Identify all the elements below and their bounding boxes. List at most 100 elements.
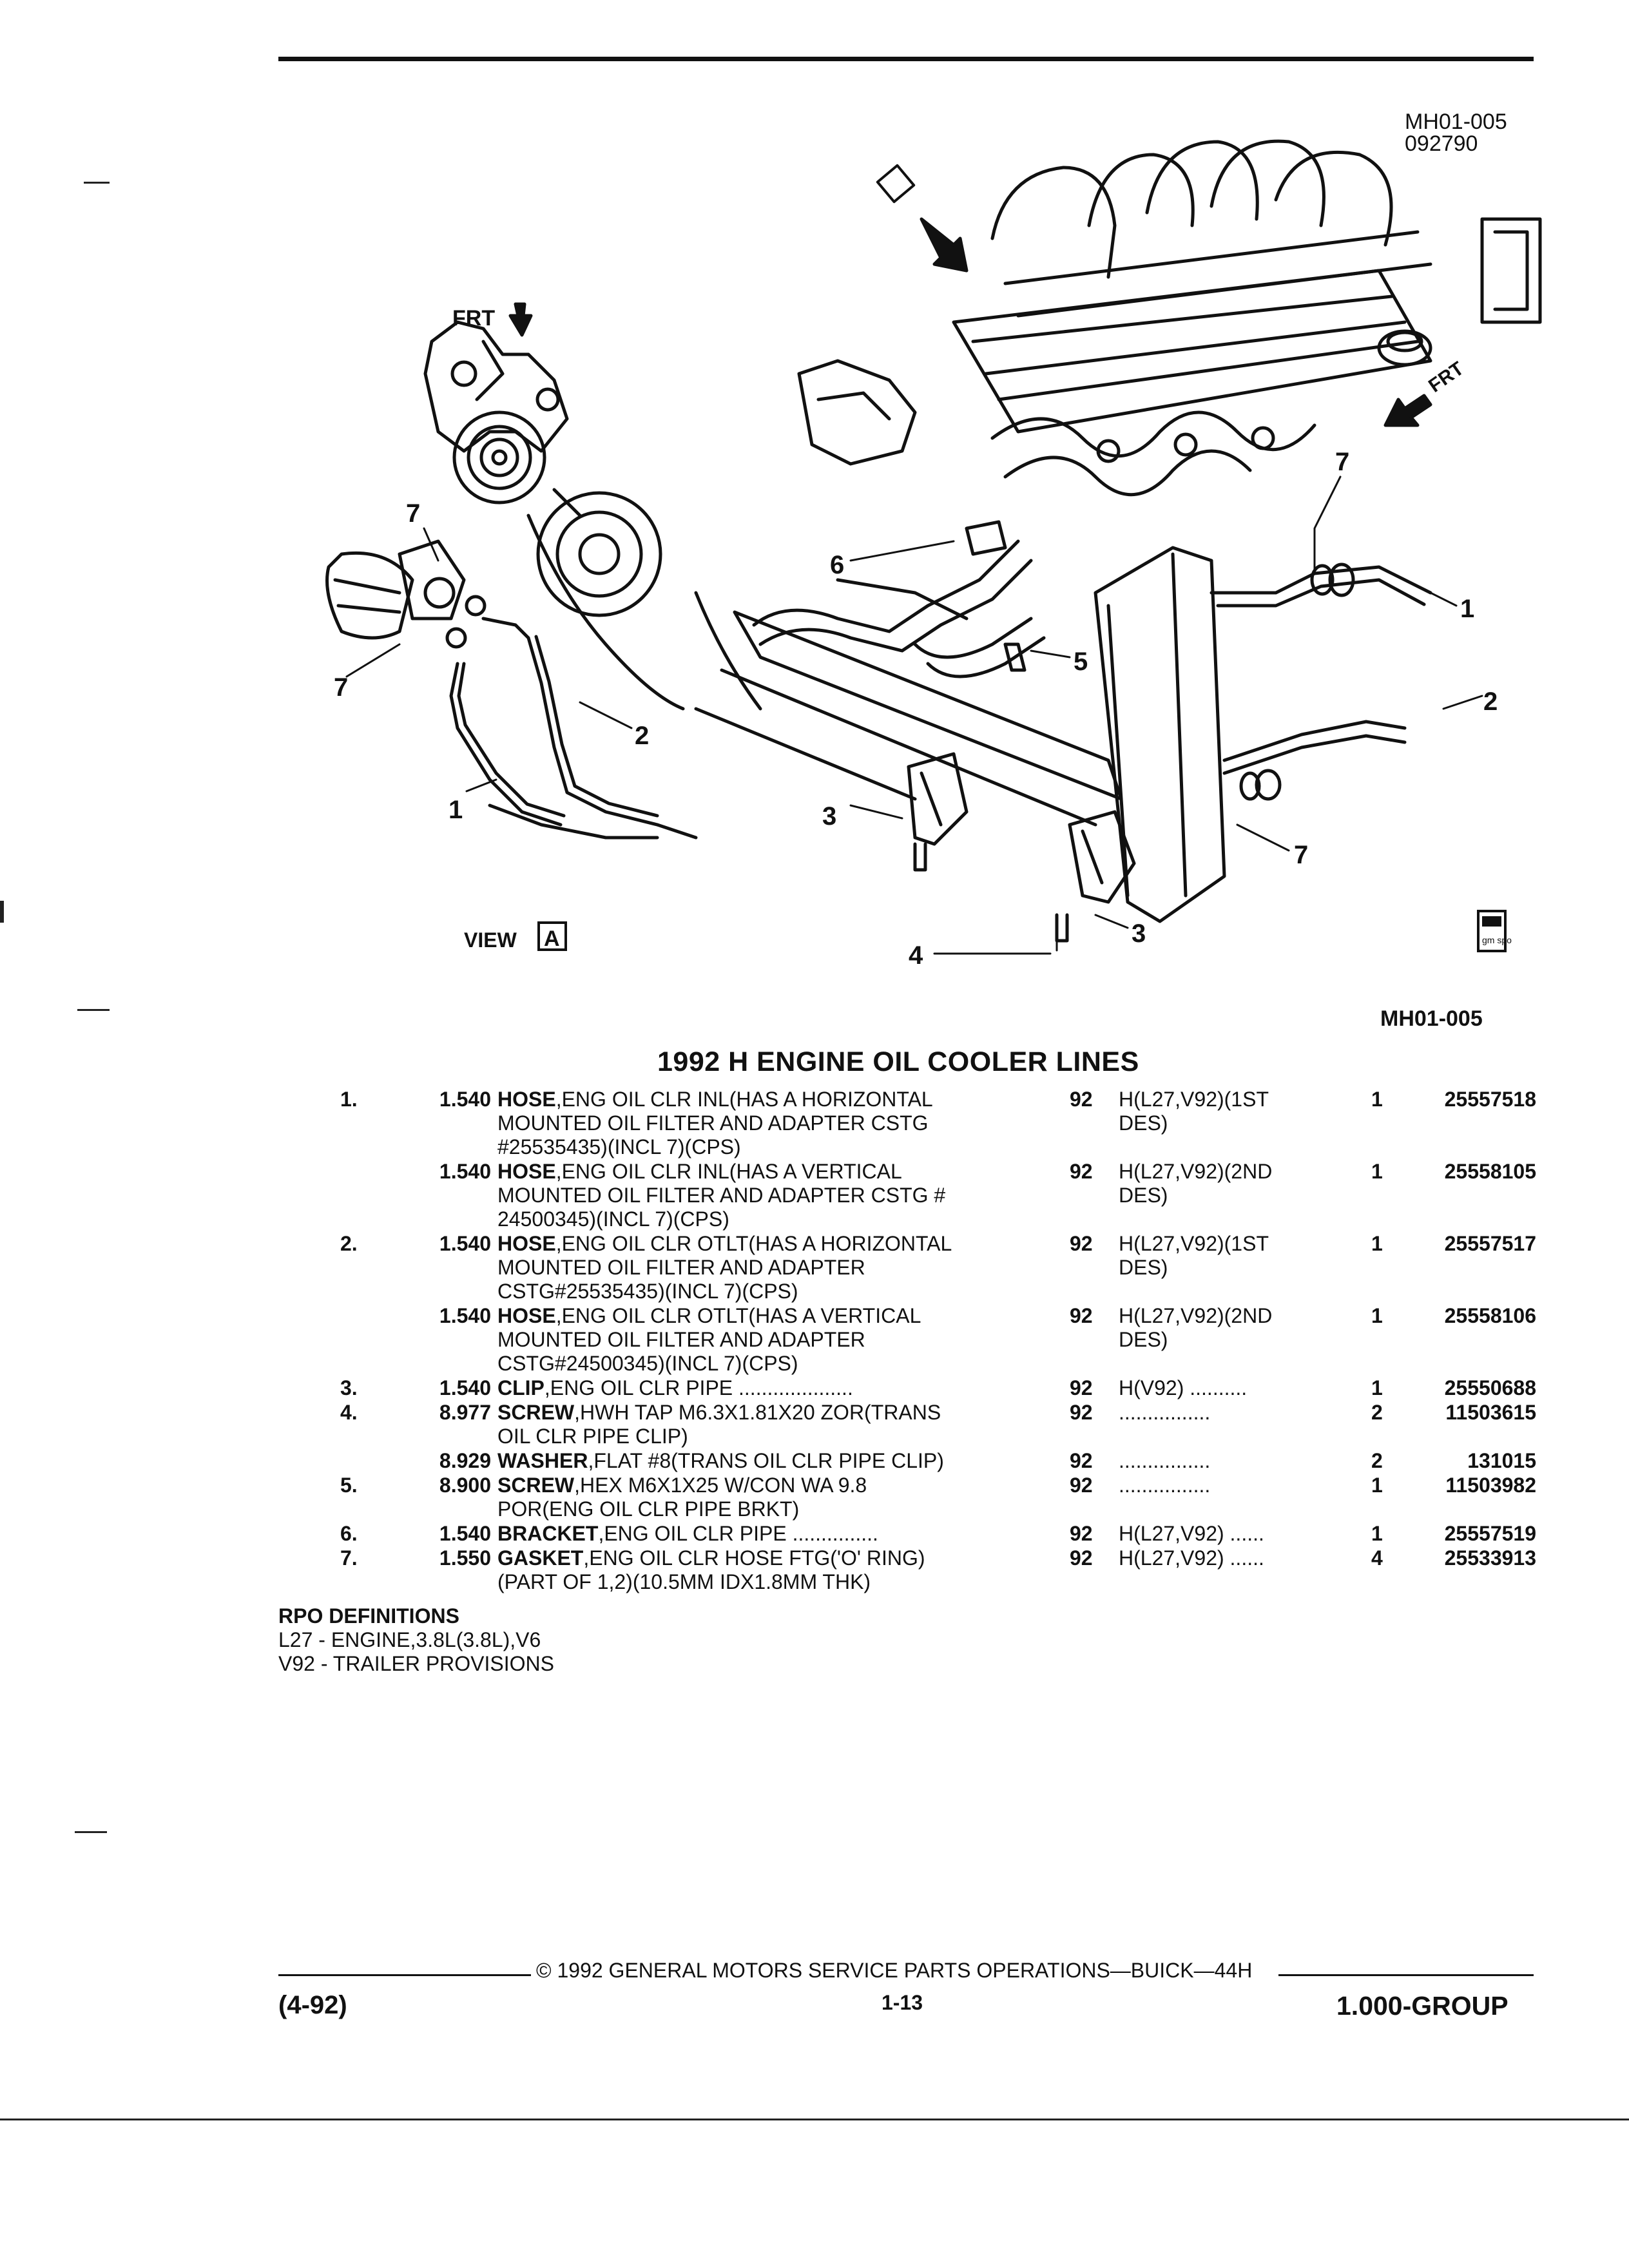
figure-id: MH01-005 (1380, 1006, 1483, 1031)
model-year: 92 (1070, 1449, 1093, 1472)
group-number: 1.540 (439, 1304, 491, 1327)
callout-2: 2 (1483, 687, 1498, 716)
part-detail: ,FLAT #8(TRANS OIL CLR PIPE CLIP) (588, 1449, 944, 1472)
part-description: HOSE,ENG OIL CLR INL(HAS A HORIZONTAL MO… (497, 1088, 1039, 1159)
group-number: 1.000-GROUP (1336, 1991, 1509, 2021)
illustration-id: MH01-005 (1405, 110, 1507, 134)
usage-code: ................ (1119, 1474, 1211, 1497)
group-number: 1.540 (439, 1376, 491, 1399)
quantity: 1 (1371, 1522, 1383, 1545)
illustration-date: 092790 (1405, 131, 1478, 156)
part-name: BRACKET (497, 1522, 599, 1545)
callout-7: 7 (406, 499, 420, 528)
callout-7: 7 (334, 673, 348, 702)
group-number: 8.977 (439, 1401, 491, 1424)
page-number: 1-13 (882, 1991, 923, 2014)
rpo-line: L27 - ENGINE,3.8L(3.8L),V6 (278, 1628, 541, 1651)
margin-mark (77, 1009, 110, 1011)
part-name: SCREW (497, 1401, 575, 1424)
usage-code: ................ (1119, 1401, 1211, 1424)
part-number: 25533913 (1444, 1546, 1536, 1570)
part-detail: ,ENG OIL CLR OTLT(HAS A HORIZONTAL MOUNT… (497, 1232, 952, 1303)
model-year: 92 (1070, 1474, 1093, 1497)
usage-code: H(L27,V92) ...... (1119, 1546, 1264, 1570)
callout-7: 7 (1294, 841, 1308, 869)
part-detail: ,HEX M6X1X25 W/CON WA 9.8 POR(ENG OIL CL… (497, 1474, 867, 1521)
gm-spo-logo: gm spo (1477, 910, 1512, 952)
part-detail: ,ENG OIL CLR INL(HAS A VERTICAL MOUNTED … (497, 1160, 946, 1231)
group-number: 8.929 (439, 1449, 491, 1472)
bottom-rule (0, 2119, 1629, 2120)
part-number: 11503982 (1445, 1474, 1536, 1497)
oil-cooler-lines-diagram: FRT 7 7 2 1 VIEW A 6 5 7 1 2 7 3 3 4 FRT… (325, 139, 1542, 970)
part-detail: ,ENG OIL CLR PIPE .................... (544, 1376, 853, 1399)
part-description: HOSE,ENG OIL CLR OTLT(HAS A HORIZONTAL M… (497, 1232, 1039, 1303)
quantity: 1 (1371, 1160, 1383, 1183)
group-number: 1.540 (439, 1522, 491, 1545)
part-number: 25557517 (1444, 1232, 1536, 1255)
part-detail: ,ENG OIL CLR INL(HAS A HORIZONTAL MOUNTE… (497, 1088, 933, 1158)
usage-code: ................ (1119, 1449, 1211, 1472)
revision-date: (4-92) (278, 1991, 347, 2019)
footer-rule-right (1278, 1974, 1534, 1976)
callout-2: 2 (635, 722, 649, 750)
group-number: 8.900 (439, 1474, 491, 1497)
quantity: 1 (1371, 1474, 1383, 1497)
part-name: GASKET (497, 1546, 584, 1570)
model-year: 92 (1070, 1546, 1093, 1570)
part-description: GASKET,ENG OIL CLR HOSE FTG('O' RING) (P… (497, 1546, 1039, 1594)
model-year: 92 (1070, 1304, 1093, 1327)
callout-3: 3 (1132, 919, 1146, 948)
svg-text:gm spo: gm spo (1482, 935, 1512, 945)
margin-mark (0, 901, 4, 923)
callout-7: 7 (1335, 448, 1349, 476)
part-name: SCREW (497, 1474, 575, 1497)
quantity: 1 (1371, 1376, 1383, 1399)
rpo-line: V92 - TRAILER PROVISIONS (278, 1652, 554, 1675)
callout-6: 6 (830, 551, 844, 579)
parts-row: 6. 1.540 BRACKET,ENG OIL CLR PIPE ......… (335, 1522, 1540, 1546)
footer-rule-left (278, 1974, 531, 1976)
quantity: 4 (1371, 1546, 1383, 1570)
top-rule (278, 57, 1534, 61)
item-number: 6. (340, 1522, 358, 1545)
parts-row: 3. 1.540 CLIP,ENG OIL CLR PIPE .........… (335, 1376, 1540, 1400)
view-a-illustration (325, 320, 762, 840)
view-letter: A (544, 927, 560, 951)
illustration-id-block: MH01-005 092790 (1405, 111, 1507, 155)
parts-row: 1.540 HOSE,ENG OIL CLR INL(HAS A VERTICA… (335, 1160, 1540, 1231)
usage-code: H(V92) .......... (1119, 1376, 1248, 1399)
part-description: SCREW,HEX M6X1X25 W/CON WA 9.8 POR(ENG O… (497, 1474, 1039, 1521)
copyright-notice: © 1992 GENERAL MOTORS SERVICE PARTS OPER… (536, 1959, 1253, 1982)
item-number: 5. (340, 1474, 358, 1497)
parts-row: 5. 8.900 SCREW,HEX M6X1X25 W/CON WA 9.8 … (335, 1474, 1540, 1521)
quantity: 2 (1371, 1401, 1383, 1424)
margin-mark (75, 1831, 107, 1833)
usage-code: H(L27,V92)(1ST DES) (1119, 1232, 1269, 1279)
part-name: HOSE (497, 1304, 556, 1327)
part-description: WASHER,FLAT #8(TRANS OIL CLR PIPE CLIP) (497, 1449, 1039, 1473)
usage-code: H(L27,V92)(2ND DES) (1119, 1304, 1273, 1351)
parts-row: 4. 8.977 SCREW,HWH TAP M6.3X1.81X20 ZOR(… (335, 1401, 1540, 1448)
rpo-heading: RPO DEFINITIONS (278, 1604, 459, 1628)
part-description: SCREW,HWH TAP M6.3X1.81X20 ZOR(TRANS OIL… (497, 1401, 1039, 1448)
front-marker-right: FRT (1425, 358, 1468, 396)
part-number: 25550688 (1444, 1376, 1536, 1399)
item-number: 7. (340, 1546, 358, 1570)
view-label: VIEW (464, 928, 517, 952)
parts-list: 1. 1.540 HOSE,ENG OIL CLR INL(HAS A HORI… (335, 1088, 1540, 1595)
margin-mark (84, 182, 110, 184)
model-year: 92 (1070, 1401, 1093, 1424)
part-name: WASHER (497, 1449, 588, 1472)
part-detail: ,HWH TAP M6.3X1.81X20 ZOR(TRANS OIL CLR … (497, 1401, 941, 1448)
quantity: 2 (1371, 1449, 1383, 1472)
model-year: 92 (1070, 1522, 1093, 1545)
usage-code: H(L27,V92)(1ST DES) (1119, 1088, 1269, 1135)
part-detail: ,ENG OIL CLR HOSE FTG('O' RING) (PART OF… (497, 1546, 925, 1593)
callout-3: 3 (822, 802, 836, 831)
part-name: HOSE (497, 1232, 556, 1255)
item-number: 2. (340, 1232, 358, 1255)
part-name: HOSE (497, 1160, 556, 1183)
part-detail: ,ENG OIL CLR OTLT(HAS A VERTICAL MOUNTED… (497, 1304, 921, 1375)
quantity: 1 (1371, 1304, 1383, 1327)
